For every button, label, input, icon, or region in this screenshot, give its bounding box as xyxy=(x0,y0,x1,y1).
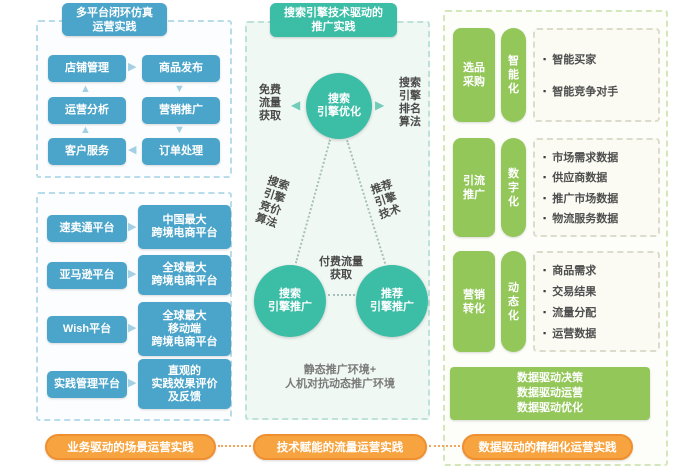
left-panel-title: 多平台闭环仿真 运营实践 xyxy=(62,3,167,36)
arrow-right-icon: ▶ xyxy=(128,322,137,334)
label-paid-traffic: 付费流量 获取 xyxy=(319,256,363,281)
bullet-item: ▪ 供应商数据 xyxy=(543,169,650,185)
flow-box-customer-service: 客户服务 xyxy=(48,138,126,165)
arrow-right-icon: ▶ xyxy=(128,221,137,233)
mode-pill-digital: 数 字 化 xyxy=(501,138,526,237)
bullet-list-row3: ▪ 商品需求 ▪ 交易结果 ▪ 流量分配 ▪ 运营数据 xyxy=(533,251,660,352)
flow-box-order-processing: 订单处理 xyxy=(142,138,220,165)
bullet-item: ▪ 商品需求 xyxy=(543,262,650,278)
platform-box-amazon: 亚马逊平台 xyxy=(47,262,127,289)
bullet-text: 物流服务数据 xyxy=(552,213,619,226)
stage-pill-selection-purchase: 选品 采购 xyxy=(453,28,495,122)
bullet-list-row2: ▪ 市场需求数据 ▪ 供应商数据 ▪ 推广市场数据 ▪ 物流服务数据 xyxy=(533,138,660,237)
stage-pill-traffic-promotion: 引流 推广 xyxy=(453,138,495,237)
flow-box-marketing-promotion: 营销推广 xyxy=(142,97,220,124)
circle-seo: 搜索 引擎优化 xyxy=(306,73,372,139)
bullet-item: ▪ 物流服务数据 xyxy=(543,210,650,226)
arrow-left-icon: ◀ xyxy=(128,144,137,156)
bullet-item: ▪ 运营数据 xyxy=(543,325,650,341)
dotted-connector-footer xyxy=(218,445,251,447)
circle-search-promotion: 搜索 引擎推广 xyxy=(254,265,326,337)
mode-pill-intelligent: 智 能 化 xyxy=(501,28,526,122)
data-driven-summary-box: 数据驱动决策 数据驱动运营 数据驱动优化 xyxy=(450,367,650,420)
platform-box-practice-mgmt: 实践管理平台 xyxy=(47,371,127,398)
label-free-traffic: 免费 流量 获取 xyxy=(259,84,281,122)
bullet-icon: ▪ xyxy=(543,172,547,183)
bullet-icon: ▪ xyxy=(543,192,547,203)
label-ranking-algorithm: 搜索 引擎 排名 算法 xyxy=(399,77,421,128)
arrow-up-icon: ▲ xyxy=(80,83,91,95)
arrow-right-icon: ▶ xyxy=(375,98,385,112)
bullet-icon: ▪ xyxy=(543,213,547,224)
bullet-icon: ▪ xyxy=(543,286,547,296)
bullet-icon: ▪ xyxy=(543,53,547,64)
bullet-item: ▪ 推广市场数据 xyxy=(543,190,650,206)
dotted-connector-bottom xyxy=(328,294,355,296)
flow-box-shop-management: 店铺管理 xyxy=(48,55,126,82)
arrow-left-icon: ◀ xyxy=(291,98,301,112)
bullet-icon: ▪ xyxy=(543,86,547,97)
bullet-text: 运营数据 xyxy=(552,328,597,340)
footer-pill-data-driven: 数据驱动的精细化运营实践 xyxy=(462,434,633,460)
middle-panel-title: 搜索引擎技术驱动的 推广实践 xyxy=(270,3,397,37)
flow-box-operation-analysis: 运营分析 xyxy=(48,97,126,124)
arrow-down-icon: ▼ xyxy=(174,83,185,95)
bullet-item: ▪ 智能竞争对手 xyxy=(543,83,650,99)
bullet-icon: ▪ xyxy=(543,151,547,162)
arrow-right-icon: ▶ xyxy=(128,268,137,280)
bullet-text: 智能买家 xyxy=(552,53,597,66)
footer-pill-business-driven: 业务驱动的场景运营实践 xyxy=(45,434,216,460)
bullet-icon: ▪ xyxy=(543,307,547,317)
platform-box-wish: Wish平台 xyxy=(47,316,127,343)
bullet-text: 交易结果 xyxy=(552,286,597,298)
bullet-text: 推广市场数据 xyxy=(552,192,619,205)
bullet-text: 流量分配 xyxy=(552,307,597,319)
stage-pill-marketing-conversion: 营销 转化 xyxy=(453,251,495,352)
arrow-right-icon: ▶ xyxy=(128,377,137,389)
platform-desc-practice-mgmt: 直观的 实践效果评价 及反馈 xyxy=(138,359,231,409)
bullet-item: ▪ 流量分配 xyxy=(543,304,650,320)
bullet-text: 智能竞争对手 xyxy=(552,86,619,99)
arrow-down-icon: ▼ xyxy=(174,124,185,136)
mode-pill-dynamic: 动 态 化 xyxy=(501,251,526,352)
bullet-item: ▪ 交易结果 xyxy=(543,283,650,299)
footer-pill-tech-enabled: 技术赋能的流量运营实践 xyxy=(253,434,427,460)
arrow-right-icon: ▶ xyxy=(128,61,137,73)
bullet-icon: ▪ xyxy=(543,265,547,275)
bullet-icon: ▪ xyxy=(543,328,547,338)
platform-box-aliexpress: 速卖通平台 xyxy=(47,215,127,242)
platform-desc-aliexpress: 中国最大 跨境电商平台 xyxy=(138,205,231,249)
circle-recommend-promotion: 推荐 引擎推广 xyxy=(356,265,428,337)
flow-box-product-publish: 商品发布 xyxy=(142,55,220,82)
bullet-list-row1: ▪ 智能买家 ▪ 智能竞争对手 xyxy=(533,28,660,122)
dotted-connector-footer xyxy=(429,445,460,447)
bullet-text: 市场需求数据 xyxy=(552,151,619,164)
arrow-up-icon: ▲ xyxy=(80,124,91,136)
bullet-item: ▪ 智能买家 xyxy=(543,51,650,67)
bullet-item: ▪ 市场需求数据 xyxy=(543,149,650,165)
platform-desc-wish: 全球最大 移动端 跨境电商平台 xyxy=(138,302,231,356)
bullet-text: 供应商数据 xyxy=(552,172,608,185)
platform-desc-amazon: 全球最大 跨境电商平台 xyxy=(138,255,231,295)
environment-note: 静态推广环境+ 人机对抗动态推广环境 xyxy=(285,364,395,390)
bullet-text: 商品需求 xyxy=(552,265,597,277)
